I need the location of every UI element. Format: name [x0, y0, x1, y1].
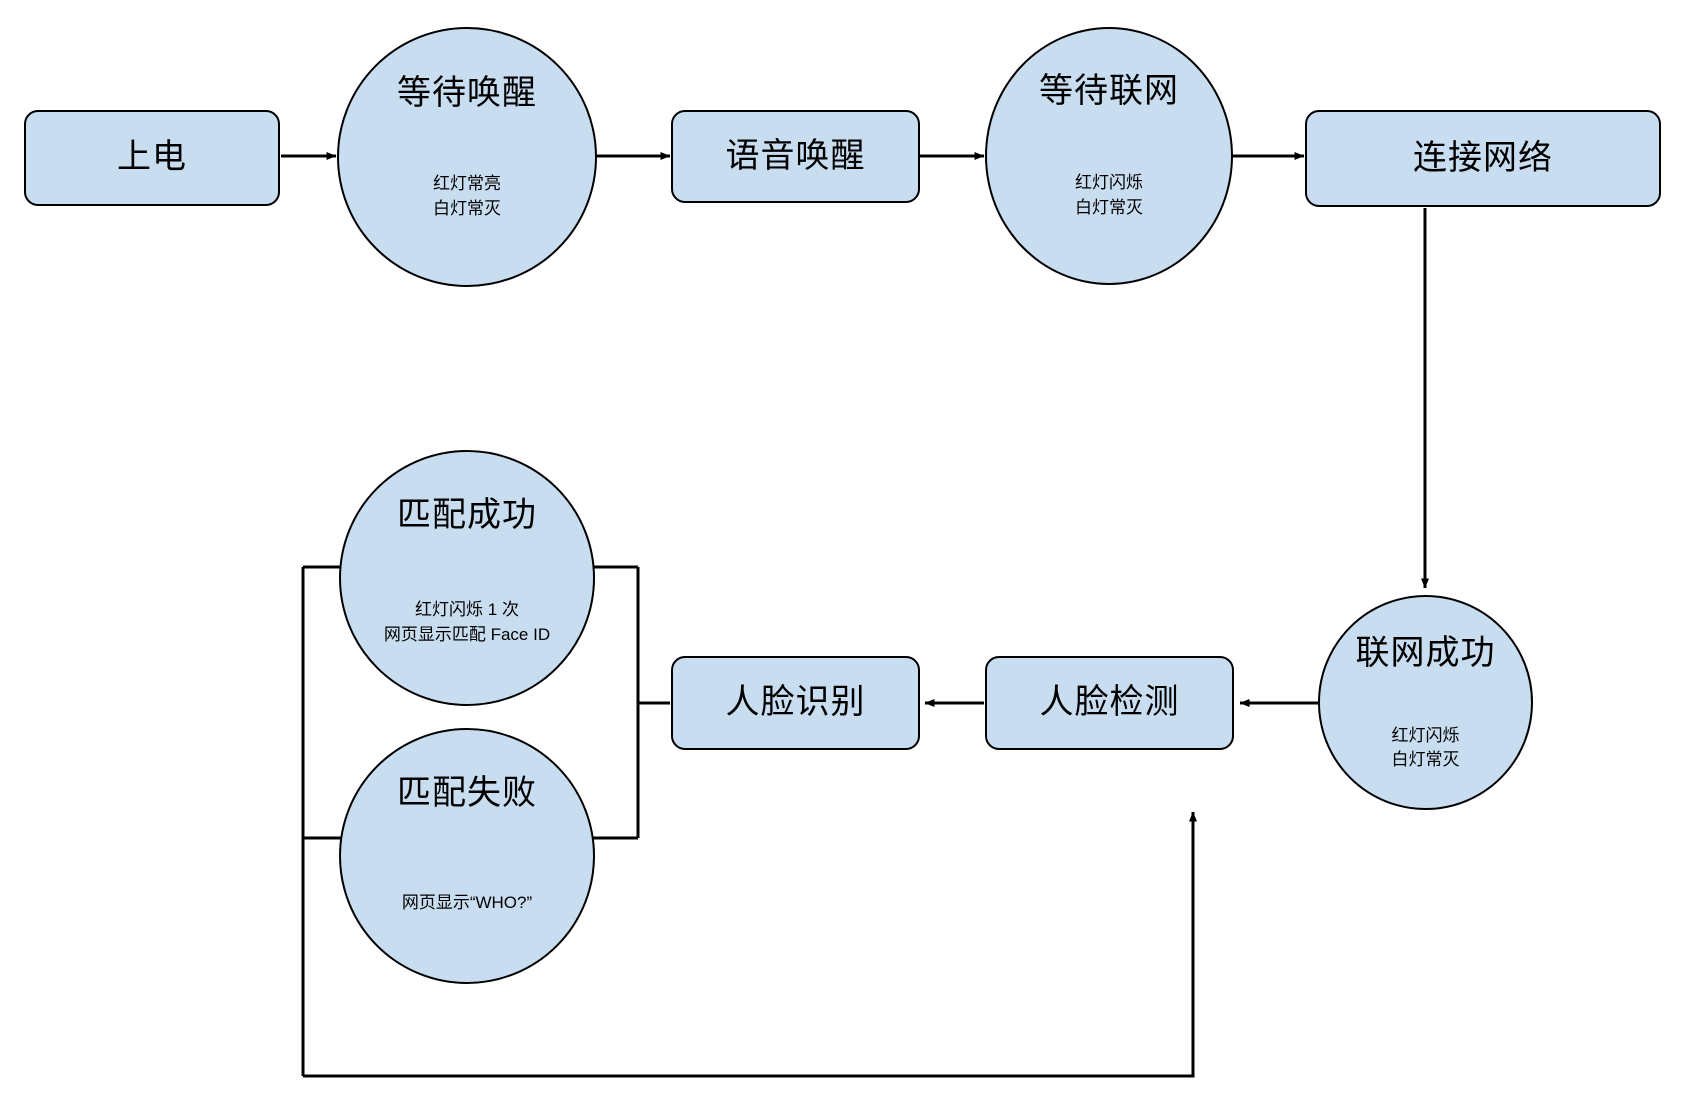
- node-face-detect[interactable]: 人脸检测: [985, 656, 1234, 750]
- node-match-success-sub: 红灯闪烁 1 次 网页显示匹配 Face ID: [383, 600, 551, 644]
- node-wait-wakeup-sub: 红灯常亮 白灯常灭: [433, 174, 501, 218]
- node-wait-network-title: 等待联网: [1039, 71, 1179, 110]
- node-network-success[interactable]: 联网成功 红灯闪烁 白灯常灭: [1318, 595, 1533, 810]
- node-wait-network[interactable]: 等待联网 红灯闪烁 白灯常灭: [985, 27, 1233, 285]
- node-connect-network-title: 连接网络: [1413, 138, 1553, 177]
- node-network-success-sub: 红灯闪烁 白灯常灭: [1391, 725, 1460, 770]
- node-power-on[interactable]: 上电: [24, 110, 280, 206]
- node-wait-network-sub: 红灯闪烁 白灯常灭: [1075, 173, 1143, 217]
- node-wait-wakeup-title: 等待唤醒: [397, 74, 537, 113]
- node-match-fail[interactable]: 匹配失败 网页显示“WHO?”: [339, 728, 595, 984]
- node-match-success[interactable]: 匹配成功 红灯闪烁 1 次 网页显示匹配 Face ID: [339, 450, 595, 706]
- node-face-recognize[interactable]: 人脸识别: [671, 656, 920, 750]
- node-power-on-title: 上电: [117, 138, 187, 177]
- edge-match-fail-loop-to-face-detect: [303, 811, 1197, 1078]
- node-voice-wakeup[interactable]: 语音唤醒: [671, 110, 920, 203]
- node-connect-network[interactable]: 连接网络: [1305, 110, 1661, 207]
- node-network-success-title: 联网成功: [1355, 633, 1496, 672]
- edge-face-recognize-branch: [636, 567, 670, 838]
- node-face-detect-title: 人脸检测: [1039, 683, 1180, 722]
- node-match-success-title: 匹配成功: [397, 496, 537, 535]
- node-face-recognize-title: 人脸识别: [725, 683, 866, 722]
- node-voice-wakeup-title: 语音唤醒: [725, 136, 866, 175]
- node-match-fail-title: 匹配失败: [397, 774, 537, 813]
- node-match-fail-sub: 网页显示“WHO?”: [401, 893, 533, 913]
- node-wait-wakeup[interactable]: 等待唤醒 红灯常亮 白灯常灭: [337, 27, 597, 287]
